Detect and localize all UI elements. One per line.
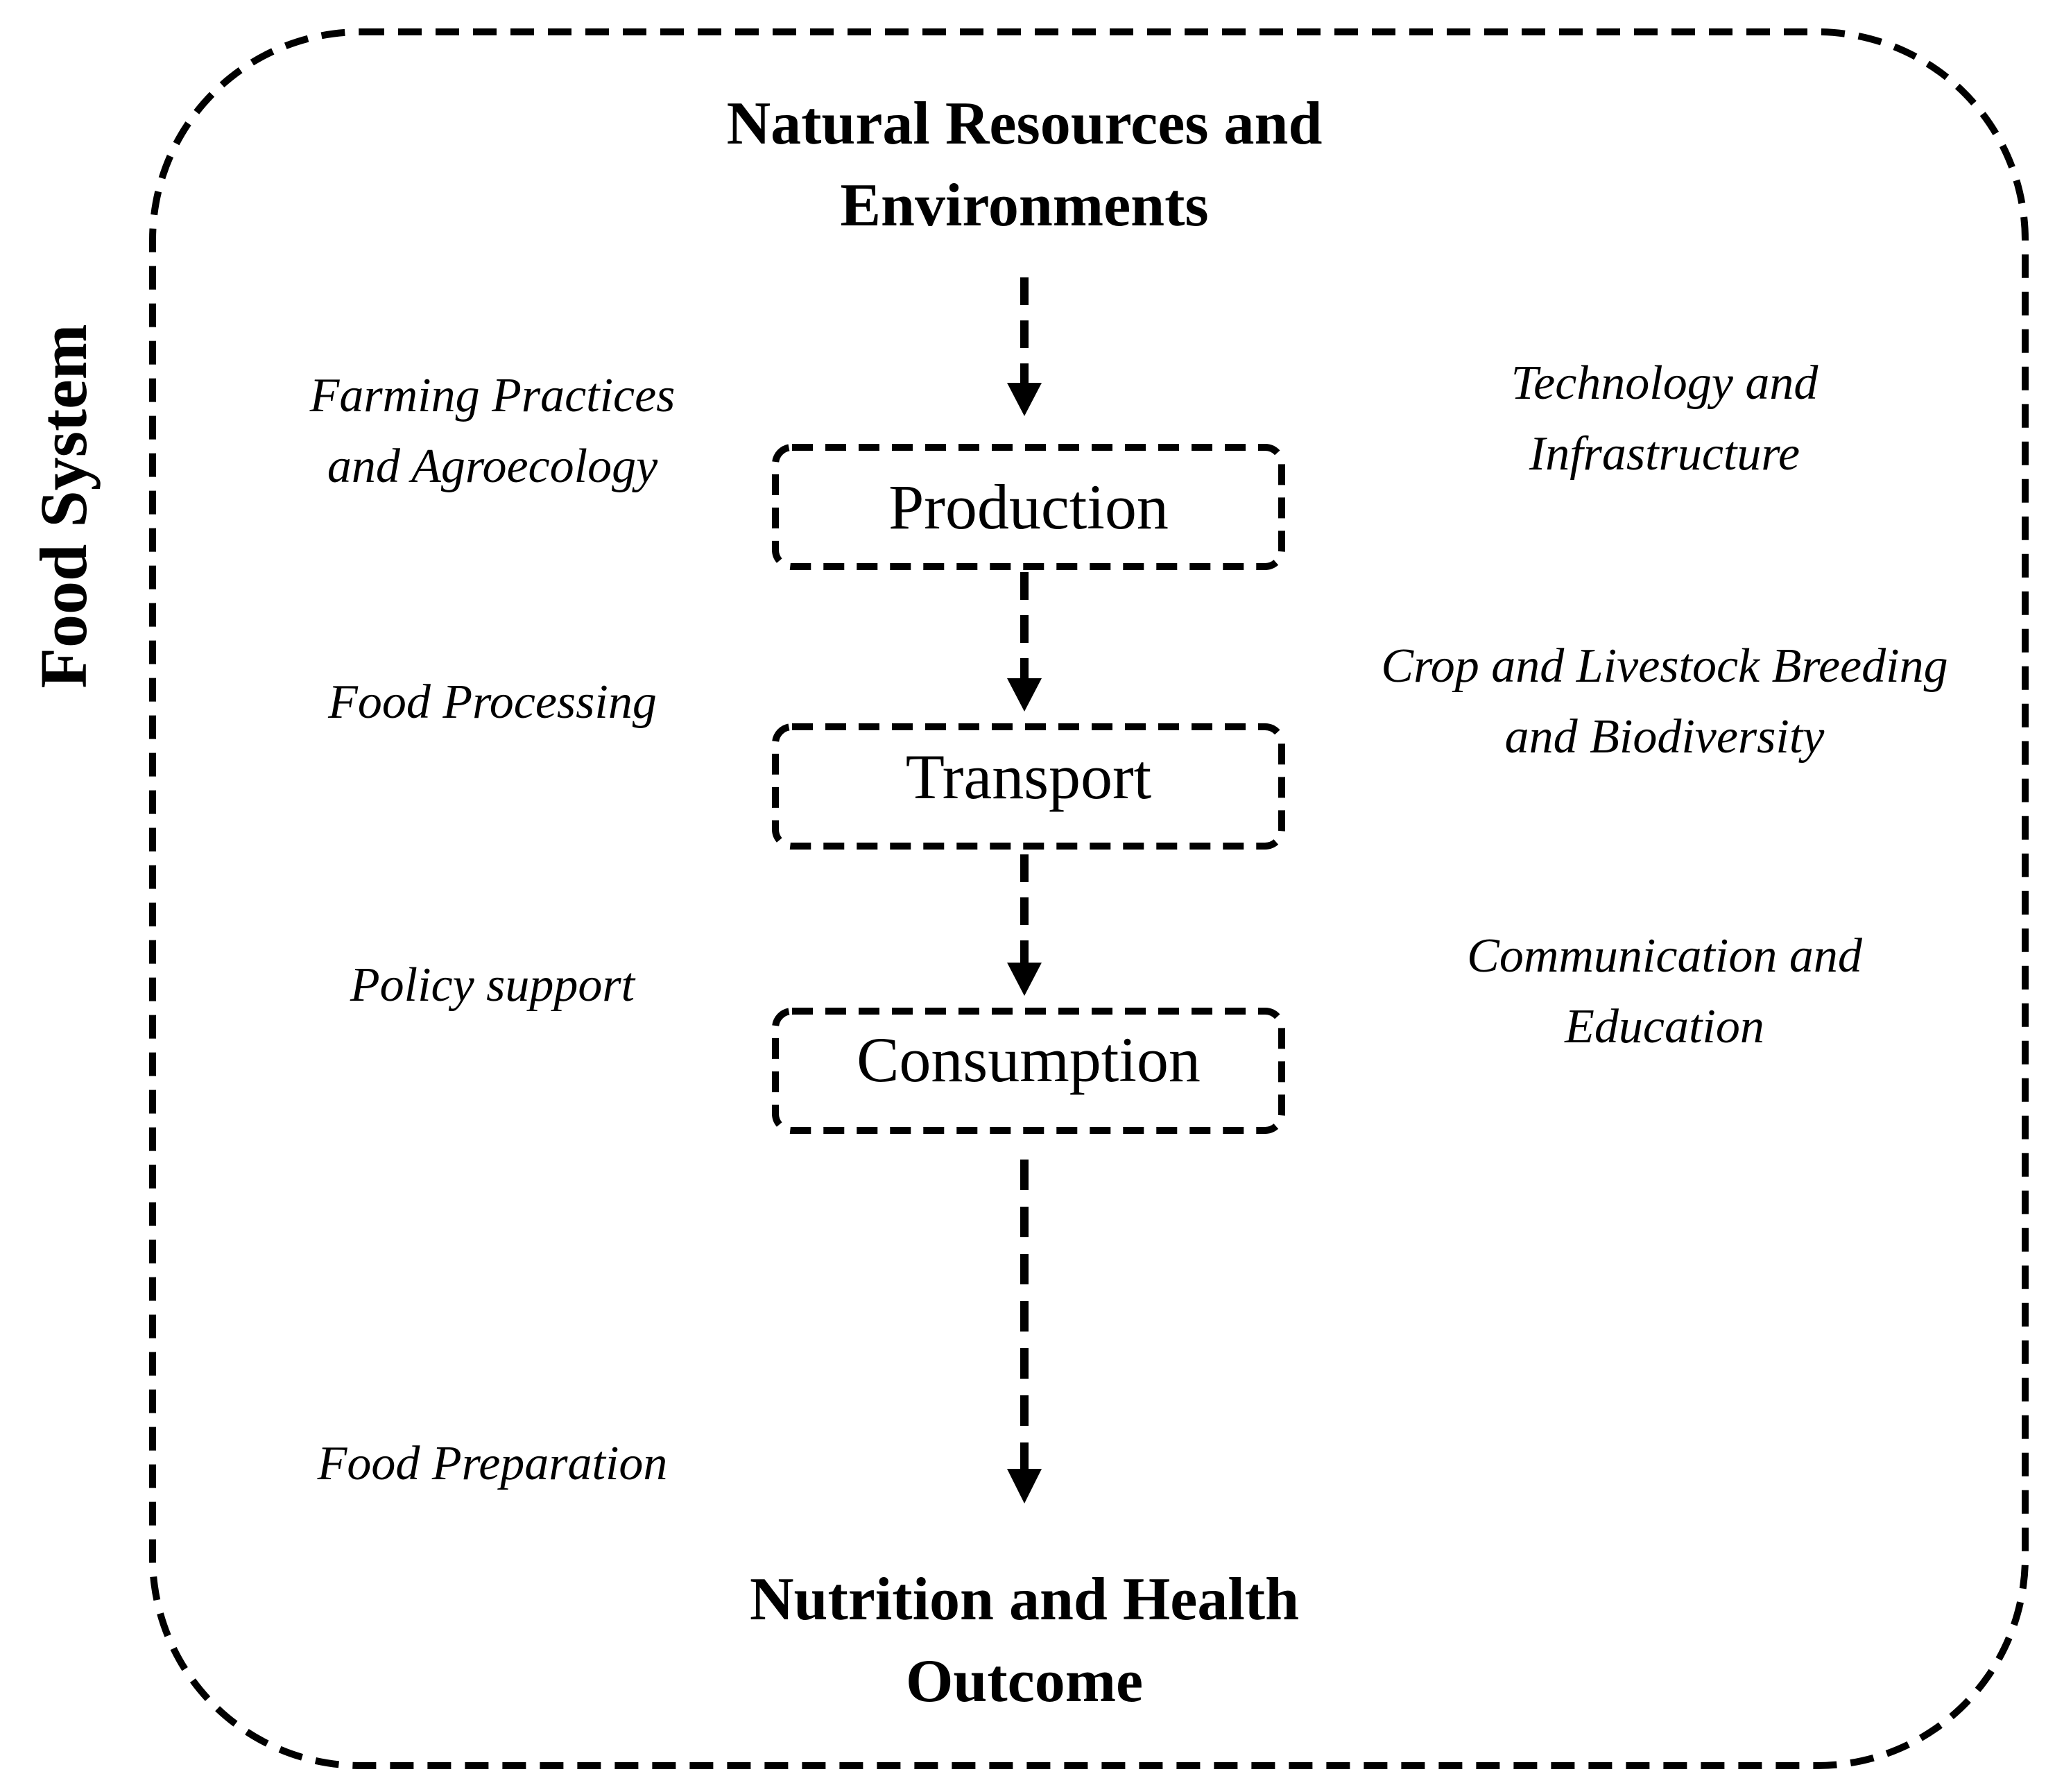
- factor-crop-livestock-breeding: Crop and Livestock Breeding and Biodiver…: [1381, 639, 1948, 764]
- stage-label-consumption: Consumption: [857, 1024, 1201, 1095]
- stage-box-consumption: [772, 1008, 1285, 1134]
- natural-resources-node: Natural Resources and Environments: [726, 90, 1323, 239]
- factor-communication-education: Communication and Education: [1467, 929, 1862, 1053]
- nutrition-health-outcome-node: Nutrition and Health Outcome: [749, 1566, 1300, 1715]
- arrow-resources-to-production: [1007, 277, 1042, 416]
- food-system-label: Food System: [26, 324, 101, 689]
- factor-technology-infrastructure: Technology and Infrastructure: [1511, 356, 1818, 481]
- stage-label-production: Production: [888, 472, 1169, 542]
- factor-farming-practices: Farming Practices and Agroecology: [309, 369, 676, 493]
- factor-policy-support: Policy support: [350, 958, 635, 1012]
- factor-food-processing: Food Processing: [328, 675, 657, 729]
- food-system-boundary: [149, 28, 2029, 1769]
- arrow-production-to-transport: [1007, 572, 1042, 712]
- stage-label-transport: Transport: [905, 741, 1152, 812]
- stage-box-production: [772, 444, 1285, 570]
- arrow-consumption-to-outcome: [1007, 1160, 1042, 1504]
- factor-food-preparation: Food Preparation: [317, 1437, 668, 1490]
- arrow-transport-to-consumption: [1007, 854, 1042, 996]
- stage-box-transport: [772, 723, 1285, 850]
